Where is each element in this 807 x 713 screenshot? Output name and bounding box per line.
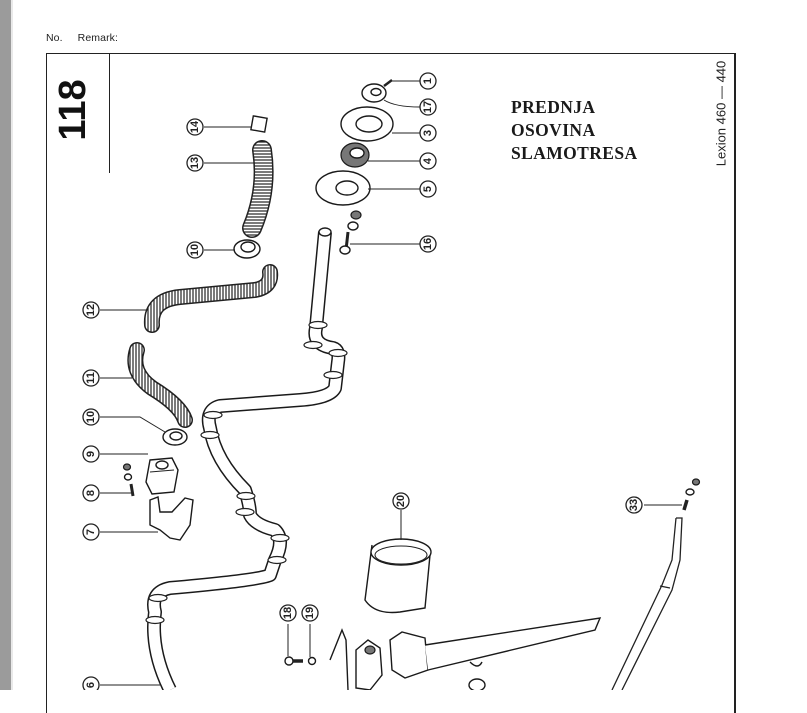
callout-13: 13 <box>186 154 204 172</box>
callout-14: 14 <box>186 118 204 136</box>
exploded-parts-diagram: 1 17 3 4 5 16 14 13 10 12 11 10 9 8 7 20 <box>82 72 701 690</box>
svg-text:7: 7 <box>85 529 97 535</box>
callout-8: 8 <box>82 484 100 502</box>
part-flange-3 <box>340 106 394 142</box>
part-block-9 <box>145 457 179 495</box>
svg-text:11: 11 <box>85 372 97 384</box>
svg-text:19: 19 <box>304 607 316 619</box>
part-bolt-33 <box>682 478 701 511</box>
callout-17: 17 <box>419 98 437 116</box>
callout-12: 12 <box>82 301 100 319</box>
no-label: No. <box>46 32 63 44</box>
part-bolt-18 <box>284 656 303 666</box>
title-line-1: PREDNJA <box>511 97 596 117</box>
callout-33: 33 <box>625 496 643 514</box>
svg-text:5: 5 <box>422 186 434 192</box>
callout-9: 9 <box>82 445 100 463</box>
page-title: PREDNJA OSOVINA SLAMOTRESA <box>511 96 638 165</box>
part-flange-5 <box>315 170 371 206</box>
callout-5: 5 <box>419 180 437 198</box>
part-washer-19 <box>307 656 317 666</box>
callout-16: 16 <box>419 235 437 253</box>
svg-text:1: 1 <box>422 78 434 84</box>
callout-18: 18 <box>279 604 297 622</box>
callout-10-lower: 10 <box>82 408 100 426</box>
part-hose-11 <box>127 342 193 428</box>
callout-19: 19 <box>301 604 319 622</box>
part-hose-13 <box>242 140 274 238</box>
viewer-margin-edge <box>11 0 13 690</box>
part-pipe-6 <box>145 227 348 690</box>
remark-label: Remark: <box>77 32 119 44</box>
part-sleeve-20 <box>364 538 432 614</box>
callout-6: 6 <box>82 676 100 690</box>
svg-text:9: 9 <box>85 451 97 457</box>
part-nut-17 <box>361 83 387 103</box>
part-bearing-4 <box>340 142 370 168</box>
part-bolt-1 <box>383 79 393 87</box>
remark-header: No. Remark: <box>46 32 130 44</box>
leader-lines <box>100 80 682 686</box>
svg-text:18: 18 <box>282 607 294 619</box>
part-clamp-14 <box>250 115 268 133</box>
callout-3: 3 <box>419 124 437 142</box>
svg-text:13: 13 <box>189 157 201 169</box>
part-bracket-assembly <box>329 617 602 690</box>
svg-text:10: 10 <box>85 411 97 423</box>
callout-1: 1 <box>419 72 437 90</box>
part-hose-12 <box>143 264 279 333</box>
viewer-left-margin <box>0 0 11 690</box>
title-line-3: SLAMOTRESA <box>511 143 638 163</box>
page-number-box <box>46 53 110 173</box>
callout-7: 7 <box>82 523 100 541</box>
svg-text:8: 8 <box>85 490 97 496</box>
svg-text:10: 10 <box>189 244 201 256</box>
svg-text:16: 16 <box>422 238 434 250</box>
page-frame <box>46 53 736 713</box>
svg-text:17: 17 <box>422 101 434 113</box>
part-nut-washer <box>347 210 362 231</box>
svg-text:6: 6 <box>85 682 97 688</box>
svg-text:33: 33 <box>628 499 640 511</box>
svg-text:12: 12 <box>85 304 97 316</box>
svg-text:14: 14 <box>189 120 201 133</box>
svg-text:20: 20 <box>395 495 407 507</box>
callout-10-upper: 10 <box>186 241 204 259</box>
part-nut-10-upper <box>233 239 261 259</box>
part-bracket-7 <box>149 496 194 541</box>
svg-text:3: 3 <box>422 130 434 136</box>
part-arm <box>611 517 683 690</box>
part-nut-10-lower <box>162 428 188 446</box>
part-bolt-16 <box>339 231 351 255</box>
callout-20: 20 <box>392 492 410 510</box>
part-bolt-8 <box>122 463 135 497</box>
callout-4: 4 <box>419 152 437 170</box>
callout-11: 11 <box>82 369 100 387</box>
svg-text:4: 4 <box>422 157 434 164</box>
title-line-2: OSOVINA <box>511 120 596 140</box>
